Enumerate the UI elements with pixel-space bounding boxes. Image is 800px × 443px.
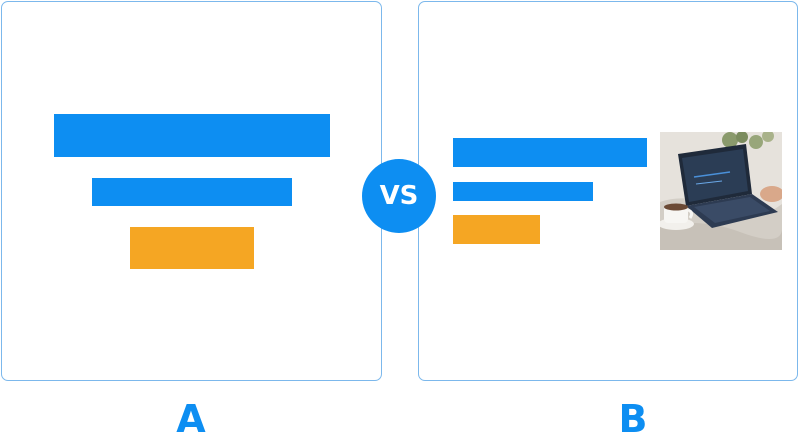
panel-a-bar-1 [54,114,330,157]
panel-b-bar-2 [453,182,593,201]
panel-a [1,1,382,381]
panel-b [418,1,798,381]
panel-b-label: B [618,397,648,441]
panel-b-bar-1 [453,138,647,167]
laptop-photo [660,132,782,250]
vs-text: VS [379,181,419,211]
panel-b-bar-3 [453,215,540,244]
panel-a-label: A [176,397,206,441]
vs-badge: VS [362,159,436,233]
panel-a-bar-3 [130,227,254,269]
panel-a-bar-2 [92,178,292,206]
